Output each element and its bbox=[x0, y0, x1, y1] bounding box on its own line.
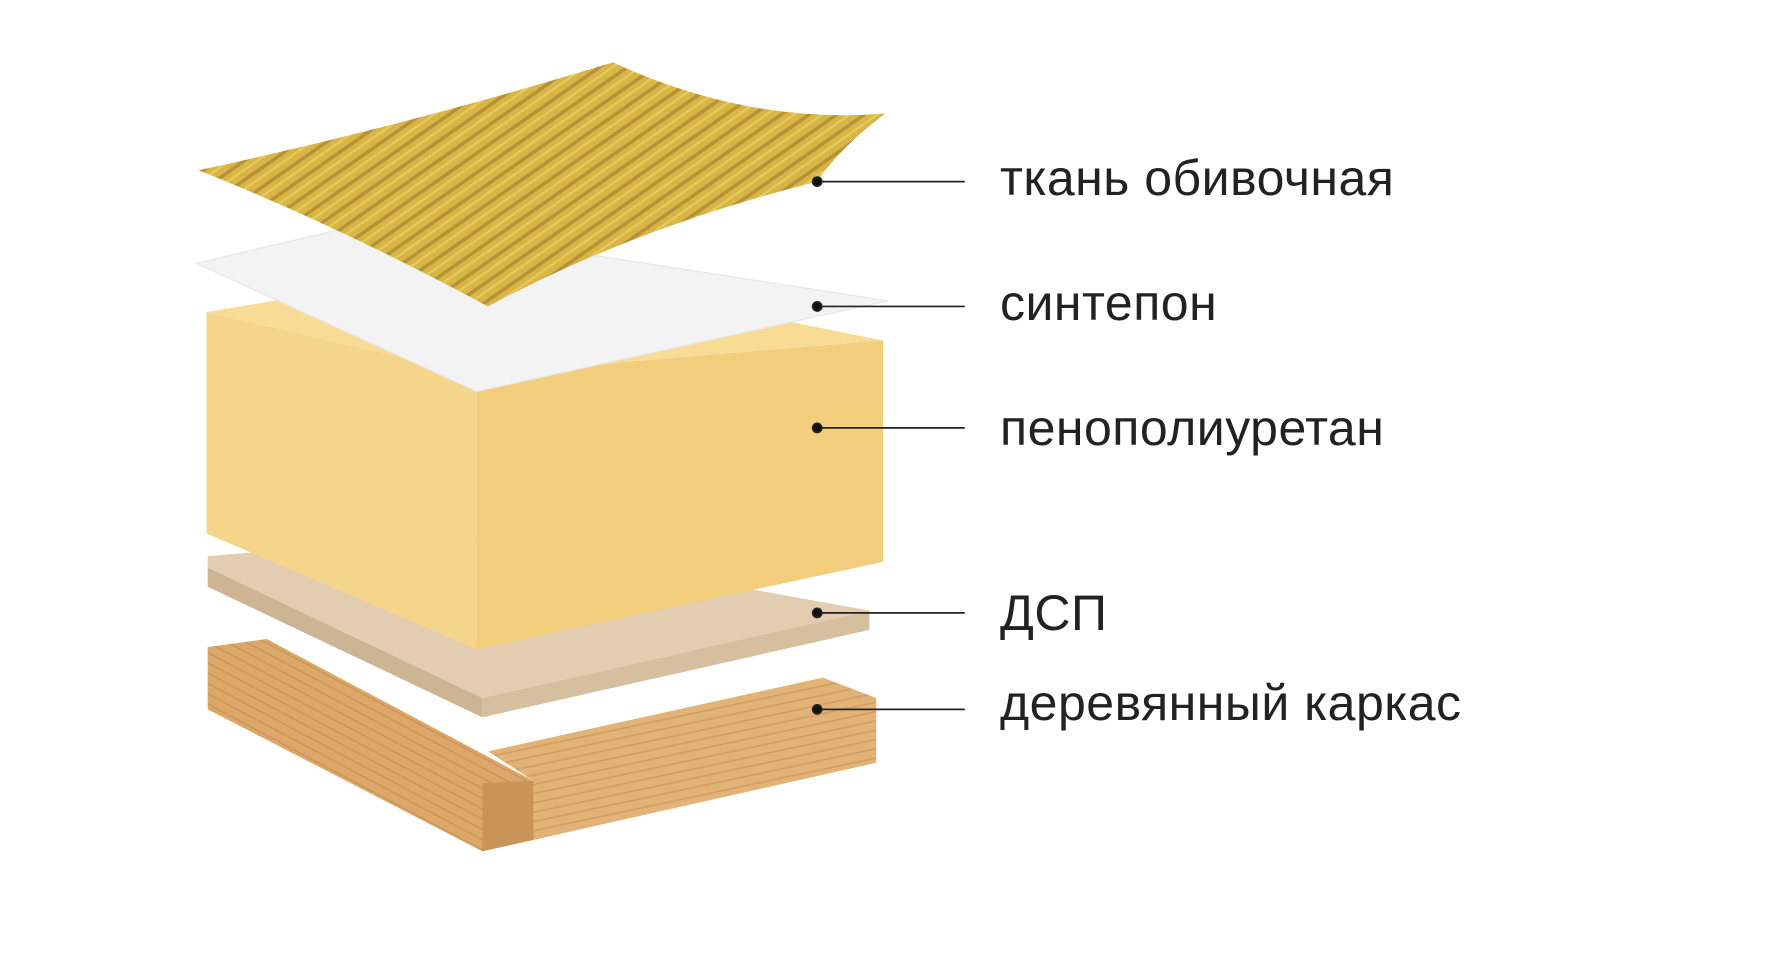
padding-layer bbox=[194, 220, 888, 393]
fabric-layer bbox=[198, 62, 886, 307]
leader-lines bbox=[811, 176, 965, 715]
label-wooden-frame: деревянный каркас bbox=[1000, 675, 1462, 731]
label-foam: пенополиуретан bbox=[1000, 400, 1385, 456]
wooden-frame-layer bbox=[207, 639, 877, 852]
label-padding: синтепон bbox=[1000, 275, 1218, 331]
label-fabric: ткань обивочная bbox=[1000, 150, 1395, 206]
label-chipboard: ДСП bbox=[1000, 585, 1108, 641]
